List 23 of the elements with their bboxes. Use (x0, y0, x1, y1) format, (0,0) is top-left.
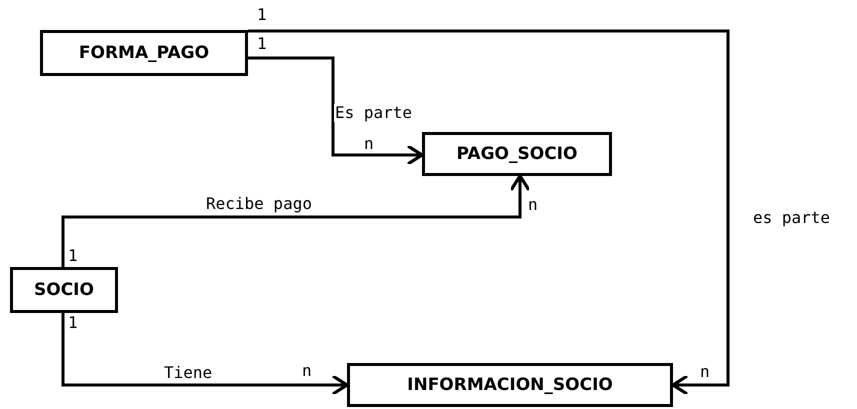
arrow (62, 174, 531, 267)
entity-box (10, 267, 118, 313)
cardinality-label: 1 (68, 314, 78, 332)
entity-name: PAGO_SOCIO (456, 144, 578, 164)
cardinality-label: n (302, 362, 312, 380)
arrow (62, 313, 349, 396)
cardinality-label: 1 (257, 35, 267, 53)
arrow (248, 56, 424, 166)
edge-label: es parte (752, 209, 832, 227)
cardinality-label: n (700, 363, 710, 381)
cardinality-label: 1 (257, 6, 267, 24)
arrow (248, 30, 730, 396)
entity-name: FORMA_PAGO (78, 43, 210, 63)
entity-box (422, 132, 612, 176)
cardinality-label: n (528, 196, 538, 214)
entity-name: INFORMACION_SOCIO (407, 375, 613, 395)
cardinality-label: 1 (68, 247, 78, 265)
entity-box (40, 30, 248, 76)
edge-label: Recibe pago (205, 195, 313, 213)
entity-box (347, 363, 673, 407)
entity-name: SOCIO (34, 280, 94, 300)
edge-label: Es parte (334, 104, 414, 122)
cardinality-label: n (364, 135, 374, 153)
